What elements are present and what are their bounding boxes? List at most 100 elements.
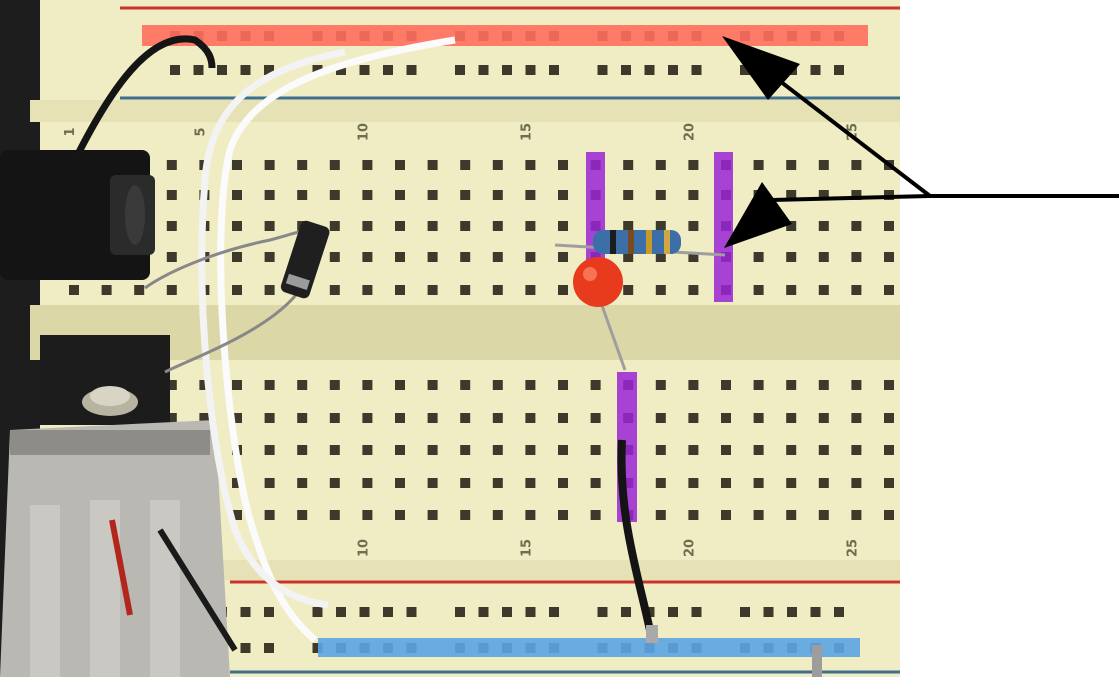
breadboard-hole bbox=[688, 221, 699, 231]
rail-hole bbox=[621, 607, 631, 617]
jumper-wire-icon bbox=[71, 35, 216, 162]
breadboard-hole bbox=[232, 510, 242, 520]
breadboard-hole bbox=[166, 285, 177, 295]
breadboard-hole bbox=[525, 252, 536, 262]
breadboard-hole bbox=[264, 221, 275, 231]
breadboard-hole bbox=[232, 413, 242, 423]
breadboard-hole bbox=[525, 221, 536, 231]
bottom-column-number-25: 25 bbox=[845, 539, 860, 557]
breadboard-hole bbox=[329, 252, 340, 262]
breadboard-hole bbox=[427, 478, 438, 488]
breadboard-hole bbox=[590, 445, 601, 455]
breadboard-hole bbox=[166, 380, 177, 390]
breadboard-hole bbox=[329, 285, 340, 295]
breadboard-hole bbox=[232, 478, 242, 488]
breadboard-hole bbox=[786, 190, 797, 200]
rail-hole bbox=[240, 643, 251, 653]
breadboard-hole bbox=[395, 445, 405, 455]
breadboard-hole bbox=[590, 413, 601, 423]
rail-hole bbox=[502, 65, 512, 75]
rail-hole bbox=[312, 643, 323, 653]
breadboard-hole bbox=[786, 160, 797, 170]
top-rail-divider bbox=[30, 100, 900, 122]
breadboard-hole bbox=[525, 380, 536, 390]
breadboard-hole bbox=[264, 160, 275, 170]
breadboard-hole bbox=[297, 510, 308, 520]
breadboard-hole bbox=[753, 252, 764, 262]
rail-hole bbox=[217, 65, 227, 75]
breadboard-hole bbox=[166, 190, 177, 200]
breadboard-hole bbox=[688, 380, 699, 390]
breadboard-hole bbox=[623, 252, 634, 262]
breadboard-hole bbox=[590, 510, 601, 520]
breadboard-hole bbox=[558, 445, 568, 455]
breadboard-hole bbox=[525, 285, 536, 295]
rail-hole bbox=[525, 65, 536, 75]
breadboard-hole bbox=[688, 445, 699, 455]
breadboard-hole bbox=[590, 380, 601, 390]
breadboard-hole bbox=[362, 510, 373, 520]
breadboard-hole bbox=[558, 221, 568, 231]
rail-hole bbox=[597, 65, 608, 75]
white-jumper-wire-1 bbox=[217, 36, 456, 643]
breadboard-hole bbox=[264, 285, 275, 295]
breadboard-hole bbox=[851, 445, 862, 455]
breadboard-hole bbox=[427, 190, 438, 200]
breadboard-hole bbox=[753, 413, 764, 423]
breadboard-hole bbox=[786, 380, 797, 390]
breadboard-hole bbox=[232, 190, 242, 200]
breadboard-hole bbox=[329, 413, 340, 423]
breadboard-hole bbox=[362, 190, 373, 200]
breadboard-hole bbox=[623, 160, 634, 170]
rail-hole bbox=[240, 607, 251, 617]
breadboard-hole bbox=[558, 510, 568, 520]
breadboard-hole bbox=[655, 190, 666, 200]
breadboard-hole bbox=[362, 445, 373, 455]
breadboard-hole bbox=[460, 252, 471, 262]
breadboard-hole bbox=[851, 252, 862, 262]
breadboard-hole bbox=[525, 510, 536, 520]
breadboard-hole bbox=[329, 160, 340, 170]
top-column-number-1: 1 bbox=[63, 127, 78, 136]
breadboard-hole bbox=[623, 285, 634, 295]
breadboard-hole bbox=[721, 413, 731, 423]
rail-hole bbox=[740, 607, 750, 617]
bottom-right-pin bbox=[812, 645, 822, 677]
rail-hole bbox=[691, 607, 702, 617]
rail-hole bbox=[810, 607, 821, 617]
rail-hole bbox=[834, 65, 844, 75]
breadboard-hole bbox=[818, 380, 829, 390]
arrow-to-resistor-shaft bbox=[771, 194, 931, 202]
breadboard-hole bbox=[786, 252, 797, 262]
black-wire-bottom bbox=[617, 439, 656, 641]
bottom-rail-blue-highlight bbox=[318, 638, 860, 657]
rail-hole bbox=[312, 65, 323, 75]
breadboard-hole bbox=[329, 445, 340, 455]
breadboard-hole bbox=[264, 190, 275, 200]
breadboard-hole bbox=[818, 285, 829, 295]
breadboard-hole bbox=[101, 285, 112, 295]
rail-hole bbox=[383, 607, 393, 617]
breadboard-hole bbox=[818, 221, 829, 231]
bottom-column-number-10: 10 bbox=[356, 539, 371, 557]
arrow-to-top-rail-shaft bbox=[753, 60, 932, 198]
breadboard-hole bbox=[655, 478, 666, 488]
rail-hole bbox=[264, 643, 274, 653]
breadboard-hole bbox=[525, 160, 536, 170]
breadboard-hole bbox=[884, 445, 894, 455]
rail-hole bbox=[264, 607, 274, 617]
breadboard-hole bbox=[427, 160, 438, 170]
breadboard-hole bbox=[818, 445, 829, 455]
breadboard-hole bbox=[884, 413, 894, 423]
breadboard-hole bbox=[395, 413, 405, 423]
rail-hole bbox=[810, 65, 821, 75]
bottom-column-number-15: 15 bbox=[519, 539, 534, 557]
breadboard-hole bbox=[786, 221, 797, 231]
breadboard-hole bbox=[688, 285, 699, 295]
column-highlight-right bbox=[714, 152, 733, 302]
rail-hole bbox=[336, 607, 346, 617]
breadboard-hole bbox=[134, 285, 145, 295]
breadboard-hole bbox=[460, 160, 471, 170]
